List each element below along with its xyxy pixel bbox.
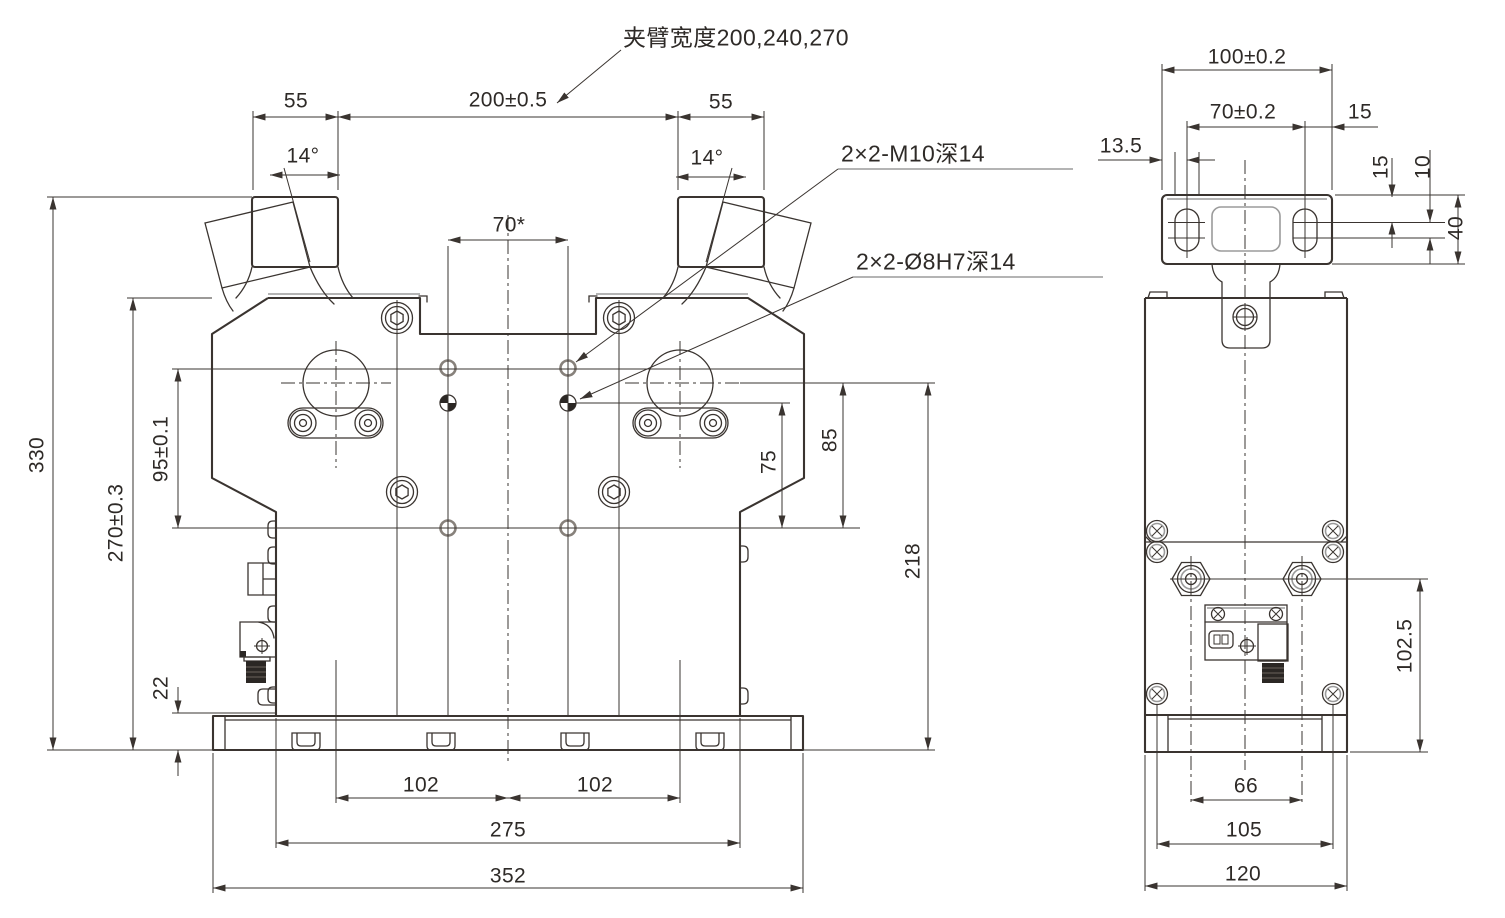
dim-95: 95±0.1 [149, 415, 173, 483]
connector-box [1204, 604, 1289, 683]
dim-13-5: 13.5 [1099, 134, 1143, 158]
phillips-screw-icon [1145, 519, 1345, 706]
dim-55-left: 55 [283, 89, 309, 113]
dim-102-right: 102 [576, 773, 614, 797]
dim-10: 10 [1411, 154, 1435, 180]
dim-270: 270±0.3 [104, 483, 128, 563]
dim-22: 22 [149, 675, 173, 701]
dim-100: 100±0.2 [1207, 45, 1287, 69]
side-view [1098, 64, 1465, 891]
dim-120: 120 [1224, 862, 1262, 886]
dim-15-vert: 15 [1369, 154, 1393, 180]
dim-70-side: 70±0.2 [1209, 100, 1277, 124]
dim-15-top: 15 [1347, 100, 1373, 124]
dim-102-left: 102 [402, 773, 440, 797]
dim-85: 85 [818, 427, 842, 453]
dim-14deg-left: 14° [286, 144, 320, 168]
dim-200: 200±0.5 [468, 88, 548, 112]
dim-75: 75 [757, 449, 781, 475]
dim-70: 70* [492, 213, 526, 237]
dim-330: 330 [25, 436, 49, 474]
dim-105: 105 [1225, 818, 1263, 842]
dim-102-5: 102.5 [1393, 618, 1417, 674]
dim-40: 40 [1444, 215, 1468, 241]
note-arm-width: 夹臂宽度200,240,270 [623, 24, 849, 51]
callout-pin-hole: 2×2-Ø8H7深14 [856, 248, 1016, 275]
dim-55-right: 55 [708, 90, 734, 114]
dim-275: 275 [489, 818, 527, 842]
dim-352: 352 [489, 864, 527, 888]
front-view [47, 49, 1103, 893]
callout-m10: 2×2-M10深14 [841, 140, 985, 167]
dim-66: 66 [1233, 774, 1259, 798]
side-fittings [239, 520, 749, 706]
dim-14deg-right: 14° [690, 146, 724, 170]
dim-218: 218 [901, 542, 925, 580]
